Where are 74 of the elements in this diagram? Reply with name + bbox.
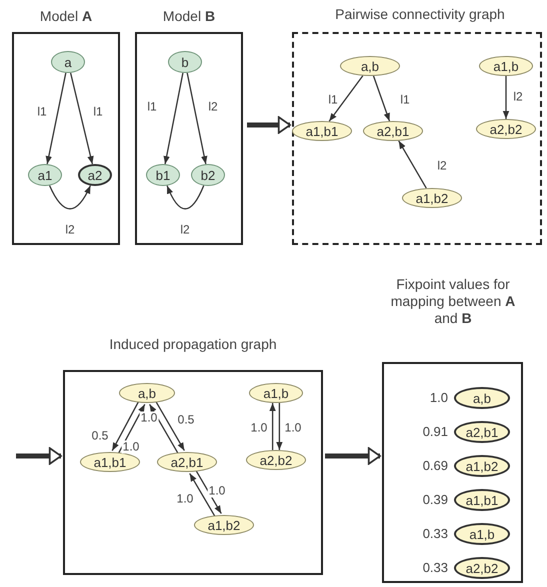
arrow [112, 401, 140, 451]
value-label: 0.91 [422, 424, 448, 440]
edge-label: 1.0 [176, 492, 194, 506]
pair-node: a,b [119, 383, 175, 403]
pair-node: a1,b1 [80, 452, 140, 472]
arrow [195, 470, 222, 514]
arrow [186, 72, 208, 164]
panel-title: Model B [162, 8, 216, 25]
model-element-node: a1 [28, 164, 62, 186]
arrow [502, 76, 510, 119]
edge-label: 1.0 [122, 440, 140, 454]
arrow [155, 400, 185, 451]
pair-node: a1,b [479, 56, 533, 76]
model-element-node: a [51, 51, 85, 73]
arrow [166, 185, 204, 210]
pair-node: a1,b1 [292, 121, 352, 141]
edge-label: l2 [64, 224, 76, 236]
arrow [118, 404, 146, 454]
edge-label: 1.0 [250, 422, 268, 434]
panel-title: Pairwise connectivity graph [334, 6, 506, 23]
model-element-node: a2 [78, 164, 112, 186]
arrow [328, 75, 364, 122]
pair-node: a1,b [454, 523, 510, 545]
model-element-node: b2 [191, 164, 225, 186]
arrow [372, 76, 390, 122]
arrow [189, 473, 216, 518]
arrow [164, 72, 184, 164]
pair-node: a1,b2 [454, 455, 510, 477]
edge-label: 0.5 [90, 430, 110, 442]
pair-node: a2,b1 [363, 121, 423, 141]
value-label: 0.33 [422, 526, 448, 542]
pair-node: a1,b [249, 383, 303, 403]
model-element-node: b1 [146, 164, 180, 186]
arrow [149, 404, 179, 454]
edge-label: 1.0 [208, 484, 226, 498]
edge-label: l1 [327, 94, 339, 106]
edge-label: l2 [436, 160, 448, 172]
arrow [49, 185, 91, 210]
arrow [70, 72, 94, 164]
value-label: 0.69 [422, 458, 448, 474]
pair-node: a2,b2 [476, 119, 536, 139]
pair-node: a,b [340, 56, 400, 76]
edge-label: 1.0 [284, 422, 302, 434]
pair-node: a1,b2 [194, 515, 254, 535]
edge-label: 1.0 [140, 412, 158, 424]
arrow [276, 403, 283, 450]
panel-title: Model A [38, 8, 94, 25]
block-arrow [247, 116, 291, 134]
edge-label: 0.5 [176, 414, 196, 426]
block-arrow [16, 447, 62, 465]
edge-label: l2 [179, 224, 191, 236]
block-arrow [325, 447, 381, 465]
edge-label: l2 [207, 100, 219, 114]
value-label: 0.39 [422, 492, 448, 508]
pair-node: a,b [454, 387, 510, 409]
arrow [46, 72, 66, 164]
pair-node: a2,b1 [454, 421, 510, 443]
edge-label: l1 [146, 100, 158, 114]
edge-label: l1 [92, 106, 104, 118]
value-label: 1.0 [430, 390, 448, 406]
pair-node: a2,b1 [157, 452, 217, 472]
pair-node: a1,b2 [402, 188, 462, 208]
pair-node: a1,b1 [454, 489, 510, 511]
edge-label: l1 [36, 106, 48, 118]
value-label: 0.33 [422, 560, 448, 576]
pair-node: a2,b2 [246, 450, 306, 470]
edge-label: l2 [512, 90, 524, 104]
panel-title: Fixpoint values for mapping between A and B [390, 276, 516, 327]
arrow [269, 403, 276, 450]
edge-label: l1 [399, 94, 411, 106]
panel-title: Induced propagation graph [108, 336, 278, 353]
pair-node: a2,b2 [454, 557, 510, 579]
model-element-node: b [168, 51, 202, 73]
arrow [398, 140, 427, 189]
